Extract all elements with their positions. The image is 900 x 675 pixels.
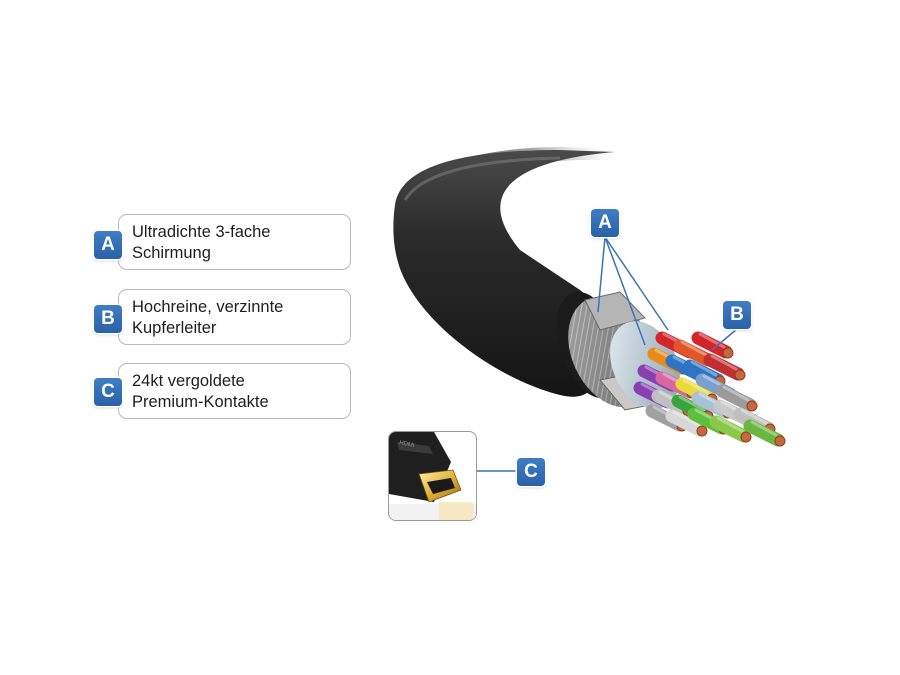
legend-badge-b: B [94, 305, 122, 333]
copper-conductor-tip [746, 400, 758, 412]
wire-highlight [710, 354, 738, 371]
connector-inset: HDMI [388, 431, 477, 521]
copper-conductor-tip [740, 431, 752, 443]
callout-badge-b: B [723, 301, 751, 329]
conductor-bundle [633, 331, 786, 447]
wire-insulation [691, 331, 733, 359]
wire-insulation [703, 353, 745, 381]
wire-highlight [750, 420, 778, 437]
wire-highlight [740, 408, 768, 425]
legend-item-a-line1: Ultradichte 3-fache [132, 223, 271, 241]
wire-highlight [680, 340, 708, 357]
copper-conductor-tip [734, 369, 746, 381]
legend-item-b: Hochreine, verzinnte Kupferleiter [118, 289, 351, 345]
wire-highlight [722, 385, 750, 402]
wire-highlight [690, 360, 718, 377]
wire-insulation [673, 339, 715, 367]
wire-highlight [682, 378, 710, 395]
copper-conductor-tip [774, 435, 786, 447]
legend-badge-a: A [94, 231, 122, 259]
wire-insulation [743, 419, 785, 447]
wire-highlight [716, 416, 744, 433]
mini-hdmi-connector-image: HDMI [389, 432, 476, 520]
legend-item-c-line2: Premium-Kontakte [132, 393, 269, 411]
wire-highlight [678, 395, 706, 412]
legend-item-b-line1: Hochreine, verzinnte [132, 298, 284, 316]
callout-badge-c: C [517, 458, 545, 486]
legend-item-b-line2: Kupferleiter [132, 319, 217, 337]
legend-item-c: 24kt vergoldete Premium-Kontakte [118, 363, 351, 419]
wire-insulation [715, 384, 757, 412]
legend-badge-c: C [94, 378, 122, 406]
legend-item-c-line1: 24kt vergoldete [132, 372, 245, 390]
connector-marking: HDMI [399, 440, 416, 449]
wire-insulation [665, 409, 707, 437]
copper-conductor-tip [696, 425, 708, 437]
wire-highlight [672, 410, 700, 427]
legend-item-a-line2: Schirmung [132, 244, 211, 262]
wire-highlight [698, 332, 726, 349]
legend-item-a: Ultradichte 3-fache Schirmung [118, 214, 351, 270]
callout-badge-a: A [591, 209, 619, 237]
copper-conductor-tip [722, 347, 734, 359]
wire-insulation [683, 359, 725, 387]
wire-insulation [709, 415, 751, 443]
